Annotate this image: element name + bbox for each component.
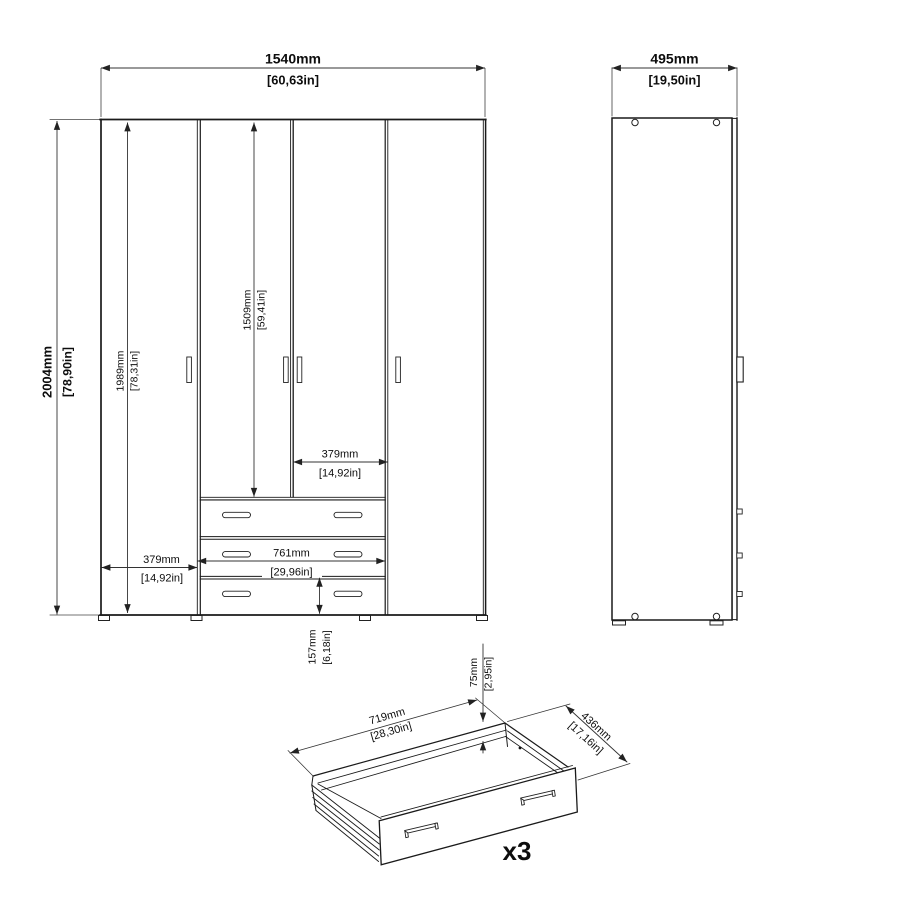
- dim-right-door-width: 379mm [14,92in]: [293, 449, 388, 480]
- dim-drawer-width: 761mm [29,96in]: [197, 546, 386, 579]
- drawer-handle-side: [736, 591, 743, 597]
- dim-label: 379mm: [143, 554, 180, 566]
- dim-label: [2,95in]: [483, 657, 495, 692]
- drawer-handle: [333, 551, 363, 558]
- door-handle: [296, 356, 303, 383]
- dim-label: [6,18in]: [321, 630, 333, 665]
- foot: [98, 615, 110, 621]
- dim-overall-height: 2004mm [78,90in]: [40, 120, 75, 615]
- front-view: [49, 118, 488, 621]
- foot: [359, 615, 371, 621]
- drawer-handle: [333, 511, 363, 519]
- dim-label: 1509mm: [242, 289, 254, 330]
- front-dimensions: 1540mm [60,63in] 2004mm [78,90in] 1989mm…: [40, 51, 486, 665]
- drawer-handles: [222, 511, 363, 598]
- dim-label: 379mm: [322, 449, 359, 461]
- door-handle: [283, 356, 289, 383]
- drawer-handle: [222, 551, 251, 558]
- dim-side-panel-height: 1989mm [78,31in]: [115, 122, 141, 614]
- foot: [612, 620, 626, 626]
- dim-door-height: 1509mm [59,41in]: [242, 122, 268, 497]
- dim-drawer-front-height: 157mm [6,18in]: [307, 577, 333, 665]
- drawer-detail-handles: [404, 789, 556, 839]
- foot: [476, 615, 488, 621]
- drawer-handle: [222, 590, 251, 598]
- dim-label: 2004mm: [40, 346, 55, 398]
- handle-foot: [434, 822, 439, 830]
- dim-label: [78,31in]: [129, 351, 141, 391]
- dim-label: [60,63in]: [267, 73, 319, 88]
- dim-label: [29,96in]: [270, 567, 312, 579]
- dim-label: 1989mm: [115, 350, 127, 391]
- drawer-dimensions: 719mm [28,30in] 436mm [17,16in] 75mm [2,…: [287, 643, 631, 781]
- dim-left-door-width: 379mm [14,92in]: [101, 554, 198, 585]
- dim-label: [19,50in]: [649, 73, 701, 88]
- cam-holes: [631, 118, 721, 621]
- dim-label: 761mm: [273, 548, 310, 560]
- handle-foot: [404, 830, 409, 839]
- screw-hole: [712, 118, 721, 127]
- door-handle: [395, 356, 401, 383]
- screw-hole: [631, 118, 639, 127]
- drawer-handle-side: [736, 552, 743, 559]
- side-feet: [612, 620, 724, 626]
- dim-label: [59,41in]: [256, 290, 268, 330]
- drawer-handle-side: [736, 508, 743, 515]
- dim-label: 1540mm: [265, 51, 321, 67]
- door-handle: [186, 356, 192, 383]
- dim-label: [78,90in]: [61, 347, 75, 397]
- door-handle-side: [736, 356, 744, 383]
- dim-label: [14,92in]: [319, 468, 361, 480]
- dim-label: 157mm: [307, 629, 319, 664]
- dim-overall-width: 1540mm [60,63in]: [100, 51, 486, 117]
- dim-label: 75mm: [468, 658, 480, 687]
- side-view: 495mm [19,50in]: [611, 51, 744, 626]
- dim-label: [14,92in]: [141, 573, 183, 585]
- screw-dot: [518, 746, 522, 750]
- front-feet: [98, 615, 488, 621]
- screw-hole: [631, 612, 639, 621]
- drawer-box: [311, 722, 578, 866]
- drawer-handles-side: [736, 508, 743, 597]
- door-handles: [186, 356, 401, 383]
- foot: [709, 620, 724, 626]
- dim-label: 495mm: [650, 51, 698, 67]
- drawer-detail-view: 719mm [28,30in] 436mm [17,16in] 75mm [2,…: [287, 643, 631, 866]
- handle-foot: [551, 789, 556, 797]
- drawer-slide-rail: [311, 775, 381, 862]
- handle-foot: [520, 797, 525, 806]
- screw-hole: [712, 612, 721, 621]
- drawer-handle: [333, 590, 363, 598]
- quantity-label: x3: [503, 836, 532, 866]
- dim-depth: 495mm [19,50in]: [611, 51, 738, 117]
- foot: [190, 615, 203, 621]
- drawer-front-panel: [378, 767, 578, 866]
- side-panel-outline: [611, 117, 733, 621]
- drawer-handle: [222, 511, 251, 519]
